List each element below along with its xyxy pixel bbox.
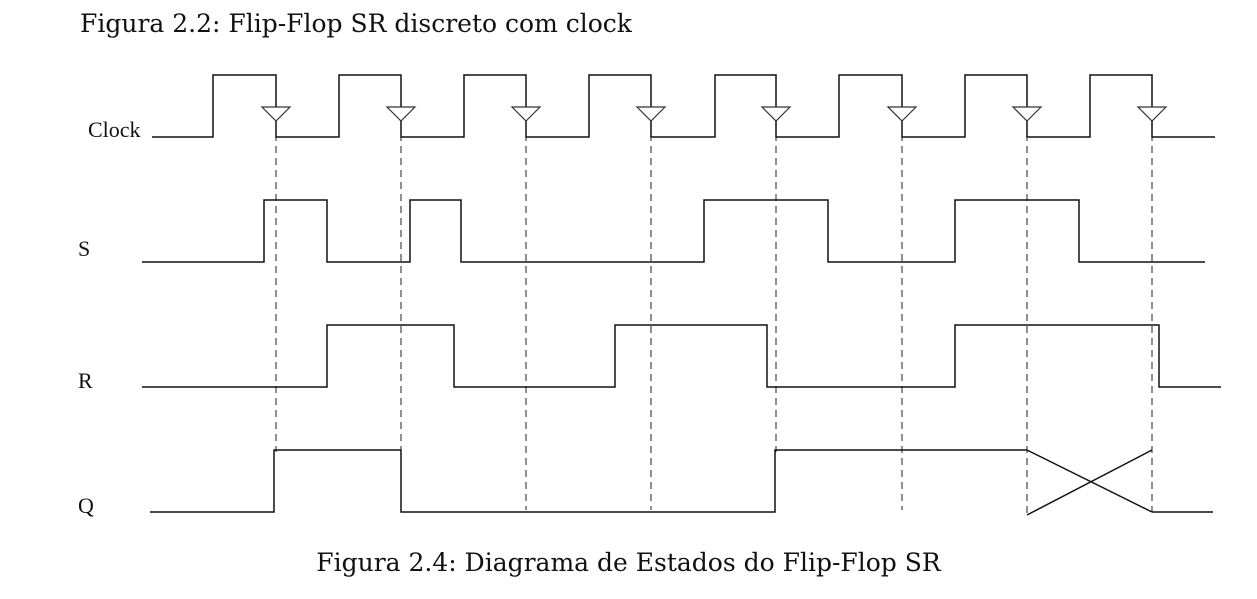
falling-edge-marker-3 [510, 106, 542, 122]
r-waveform [142, 324, 1221, 388]
signal-label-r: R [78, 368, 93, 393]
falling-edge-marker-5 [760, 106, 792, 122]
q-undefined-cross-up [1026, 449, 1153, 516]
signal-label-q: Q [78, 493, 94, 518]
falling-edge-marker-7 [1011, 106, 1043, 122]
figure-caption-bottom: Figura 2.4: Diagrama de Estados do Flip-… [316, 548, 941, 577]
figure-caption-top: Figura 2.2: Flip-Flop SR discreto com cl… [80, 9, 632, 38]
sampling-guides [275, 122, 1153, 515]
falling-edge-marker-4 [635, 106, 667, 122]
q-undefined-cross-down [1026, 449, 1153, 513]
falling-edge-marker-2 [385, 106, 417, 122]
falling-edge-marker-6 [886, 106, 918, 122]
clock-waveform [152, 74, 1215, 138]
q-waveform [150, 449, 1027, 513]
s-waveform [142, 199, 1205, 263]
signal-label-clock: Clock [88, 117, 141, 142]
falling-edge-marker-8 [1136, 106, 1168, 122]
falling-edge-marker-1 [260, 106, 292, 122]
signal-label-s: S [78, 236, 91, 261]
falling-edge-markers [260, 106, 1168, 122]
